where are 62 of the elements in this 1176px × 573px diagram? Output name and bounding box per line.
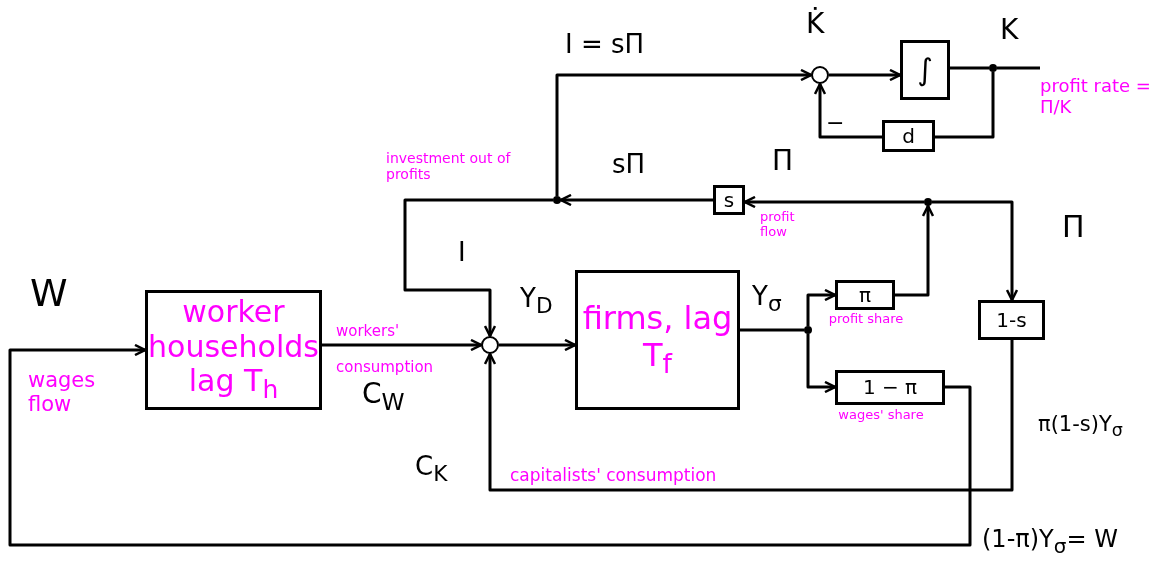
block-box (882, 120, 935, 152)
signal-arrow (559, 193, 713, 207)
variable-label: K (1000, 14, 1019, 47)
block-box (835, 370, 945, 405)
block-symbol: d (901, 124, 916, 148)
junction-dot (553, 196, 561, 204)
annotation-text: workers' consumption (336, 321, 435, 378)
variable-label: − (826, 110, 845, 136)
variable-label: Π (1062, 210, 1085, 245)
block-symbol: 1 − π (861, 376, 919, 399)
variable-label: sΠ (612, 150, 646, 180)
signal-arrow (806, 288, 837, 326)
signal-arrow (829, 68, 902, 82)
signal-arrow (806, 334, 837, 394)
signal-line (935, 72, 995, 139)
block-title: firms, lag T$_{f}$ (581, 300, 734, 380)
variable-label: Y$_{D}$ (520, 284, 553, 320)
junction-dot (804, 326, 812, 334)
signal-arrow (322, 338, 483, 352)
signal-arrow (743, 195, 924, 209)
junction-dot (924, 198, 932, 206)
block-box (575, 270, 740, 410)
variable-label: I = sΠ (565, 30, 645, 60)
variable-label: Y$_{σ}$ (752, 282, 782, 318)
annotation-text: investment out of profits (386, 150, 512, 183)
signal-arrow (499, 338, 577, 352)
signal-arrow (8, 343, 972, 547)
signal-arrow (932, 200, 1019, 302)
block-symbol: s (722, 188, 736, 212)
variable-label: Π (772, 145, 794, 178)
block-box (835, 280, 895, 310)
block-box (978, 300, 1045, 340)
block-symbol: ∫ (916, 52, 934, 88)
signal-arrow (483, 340, 1014, 492)
variable-label: I (458, 238, 466, 268)
variable-label: W (30, 272, 68, 316)
variable-label: C$_{K}$ (415, 452, 448, 488)
block-caption: profit share (827, 312, 905, 327)
variable-label: K̇ (806, 8, 825, 41)
annotation-text: profit rate = Π/K (1040, 76, 1152, 118)
block-box (713, 185, 745, 215)
signal-arrow (403, 198, 553, 338)
junction-dot (989, 64, 997, 72)
block-symbol: π (857, 283, 872, 307)
variable-label: (1-π)Y$_{σ}$= W (982, 526, 1118, 558)
signal-line (950, 66, 989, 70)
block-box (900, 40, 950, 100)
signal-arrow (895, 204, 935, 297)
summing-junction (481, 336, 499, 354)
summing-junction (811, 66, 829, 84)
variable-label: π(1-s)Y$_{σ}$ (1038, 412, 1123, 441)
block-title: worker households lag T$_{h}$ (147, 295, 320, 405)
signal-arrow (555, 68, 813, 196)
signal-arrow (813, 82, 882, 139)
annotation-text: wages flow (28, 368, 97, 417)
signal-line (740, 328, 804, 332)
annotation-text: profit flow (760, 210, 796, 240)
block-caption: wages' share (837, 408, 925, 423)
variable-label: C$_{W}$ (362, 378, 405, 416)
signal-line (997, 66, 1040, 70)
annotation-text: capitalists' consumption (510, 466, 717, 486)
block-symbol: 1-s (995, 308, 1028, 332)
